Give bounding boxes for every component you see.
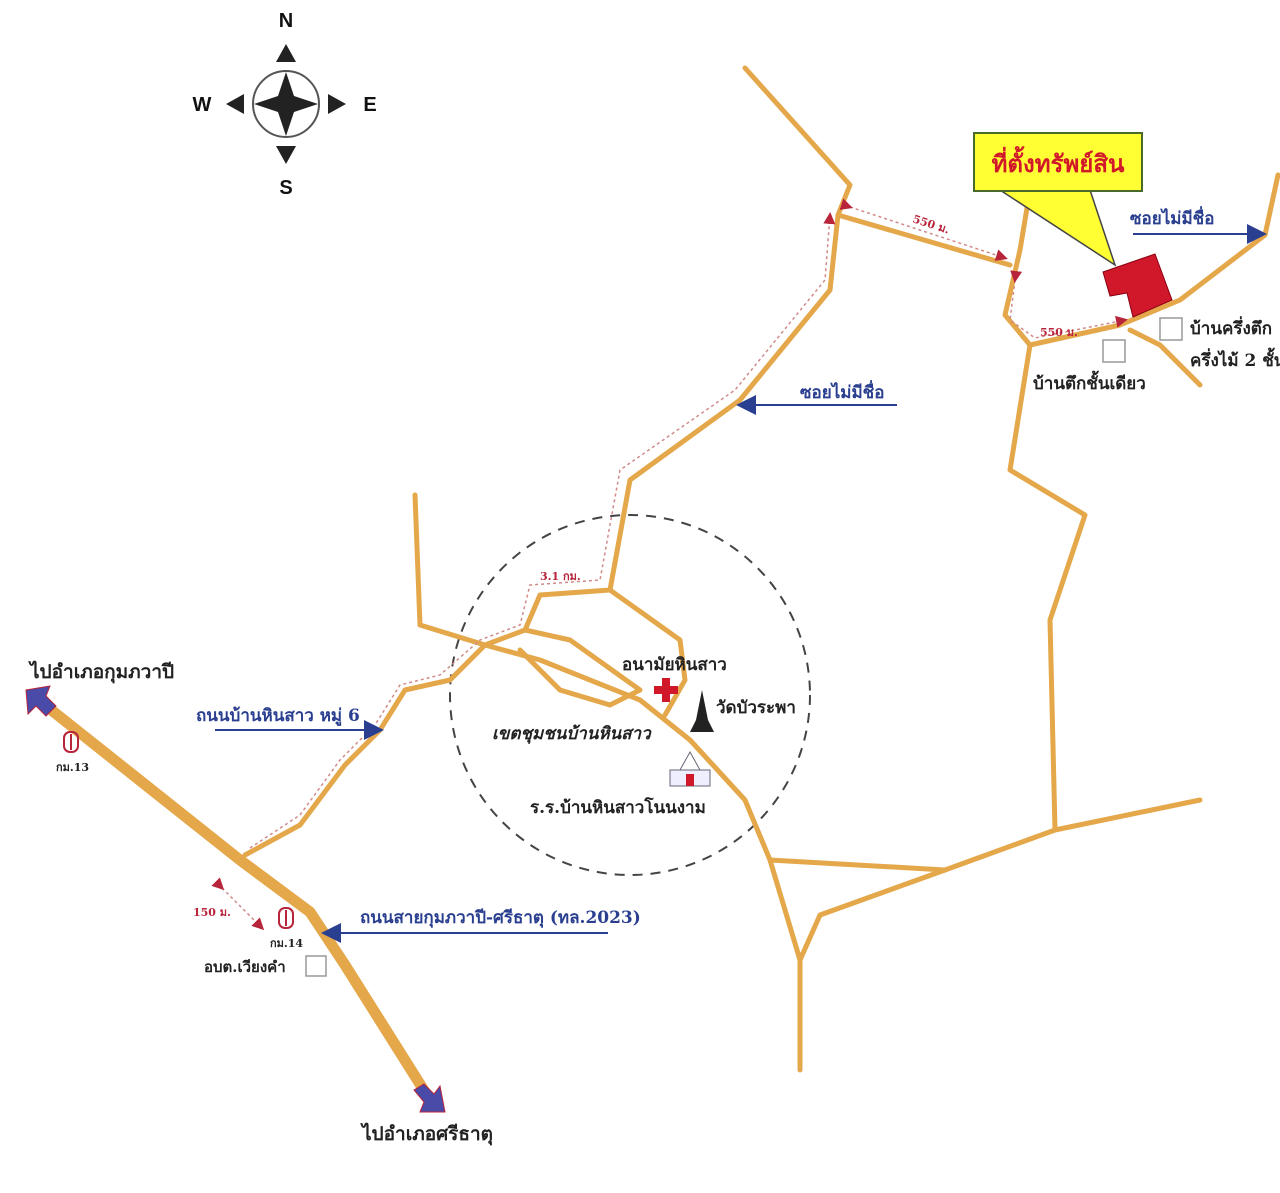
road-label-soi-east: ซอยไม่มีชื่อ — [1130, 206, 1214, 229]
km13-post-icon — [63, 731, 79, 753]
temple-icon — [690, 690, 714, 732]
road-label-soi-center: ซอยไม่มีชื่อ — [800, 380, 884, 403]
house-single-marker — [1102, 339, 1126, 363]
community-zone-circle — [449, 514, 811, 876]
health-center-label: อนามัยหินสาว — [622, 655, 727, 675]
house-2storey-marker — [1159, 317, 1183, 341]
health-center-cross-icon — [654, 678, 678, 702]
property-parcel — [1102, 253, 1173, 318]
compass-rose-icon: N S E W — [193, 10, 377, 199]
km14-post-icon — [278, 907, 294, 929]
compass-south: S — [279, 177, 292, 199]
school-icon — [669, 750, 711, 787]
compass-east: E — [363, 94, 376, 116]
house-single-label: บ้านตึกชั้นเดียว — [1033, 370, 1146, 394]
temple-label: วัดบัวระพา — [716, 698, 796, 718]
distance-label-near-property: 550 ม. — [1040, 326, 1078, 339]
distance-label-highway: 150 ม. — [193, 906, 231, 919]
distance-label-soi: 3.1 กม. — [540, 570, 581, 583]
km14-label: กม.14 — [270, 937, 303, 950]
road-label-ban-hin-sao: ถนนบ้านหินสาว หมู่ 6 — [196, 706, 360, 727]
compass-west: W — [193, 94, 212, 116]
sao-office-label: อบต.เวียงคำ — [204, 958, 286, 976]
highway-2023 — [39, 699, 436, 1106]
property-callout-label: ที่ตั้งทรัพย์สิน — [992, 145, 1125, 178]
direction-kumphawapi: ไปอำเภอกุมภวาปี — [28, 660, 174, 684]
property-callout: ที่ตั้งทรัพย์สิน — [973, 132, 1143, 267]
direction-si-that: ไปอำเภอศรีธาตุ — [360, 1122, 493, 1146]
community-zone-label: เขตชุมชนบ้านหินสาว — [492, 724, 652, 744]
compass-north: N — [279, 10, 293, 32]
sao-office-marker — [305, 955, 327, 977]
house-2storey-label-1: บ้านครึ่งตึก — [1190, 316, 1272, 339]
road-network — [39, 65, 1280, 1106]
arrow-to-si-that-icon — [413, 1083, 446, 1113]
house-2storey-label-2: ครึ่งไม้ 2 ชั้น — [1190, 347, 1280, 371]
school-label: ร.ร.บ้านหินสาวโนนงาม — [530, 797, 706, 818]
km13-label: กม.13 — [56, 761, 89, 774]
arrow-to-kumphawapi-icon — [25, 685, 57, 717]
road-label-highway: ถนนสายกุมภวาปี-ศรีธาตุ (ทล.2023) — [360, 907, 641, 928]
